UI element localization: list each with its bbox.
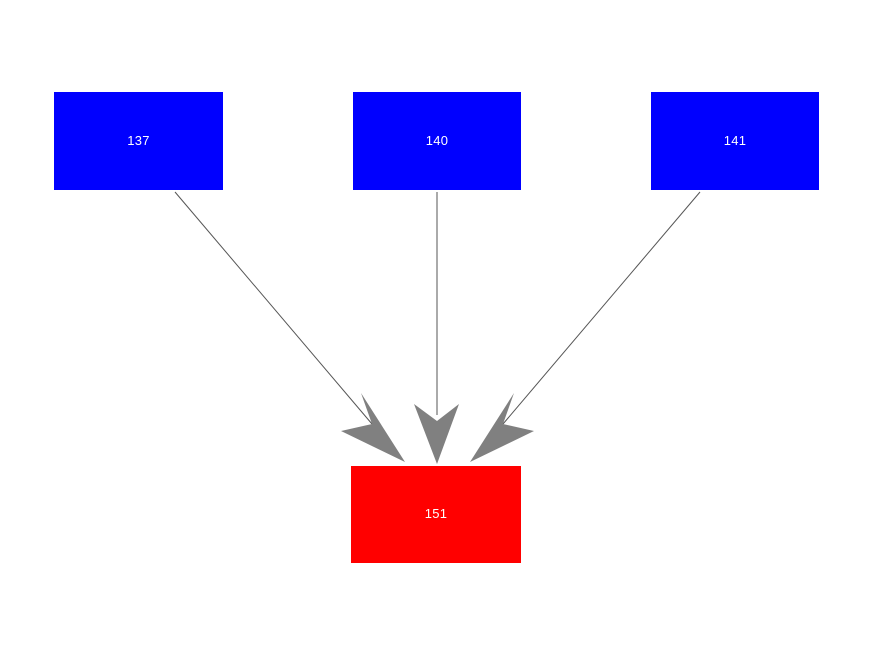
- arrowhead-icon: [341, 393, 405, 462]
- edge-141-to-151[interactable]: [470, 191, 701, 462]
- edge-140-to-151[interactable]: [414, 192, 459, 464]
- node-label: 137: [127, 132, 150, 148]
- node-label: 141: [723, 132, 747, 148]
- arrowhead-icon: [470, 393, 534, 462]
- node-151[interactable]: 151: [351, 466, 521, 563]
- edge-137-to-151[interactable]: [174, 191, 405, 462]
- arrowhead-icon: [414, 404, 459, 464]
- node-label: 140: [425, 132, 449, 148]
- edge-line: [174, 191, 373, 425]
- node-label: 151: [424, 506, 448, 521]
- node-141[interactable]: 141: [651, 92, 819, 190]
- node-137[interactable]: 137: [54, 92, 223, 190]
- edge-line: [502, 191, 701, 425]
- node-140[interactable]: 140: [353, 92, 521, 190]
